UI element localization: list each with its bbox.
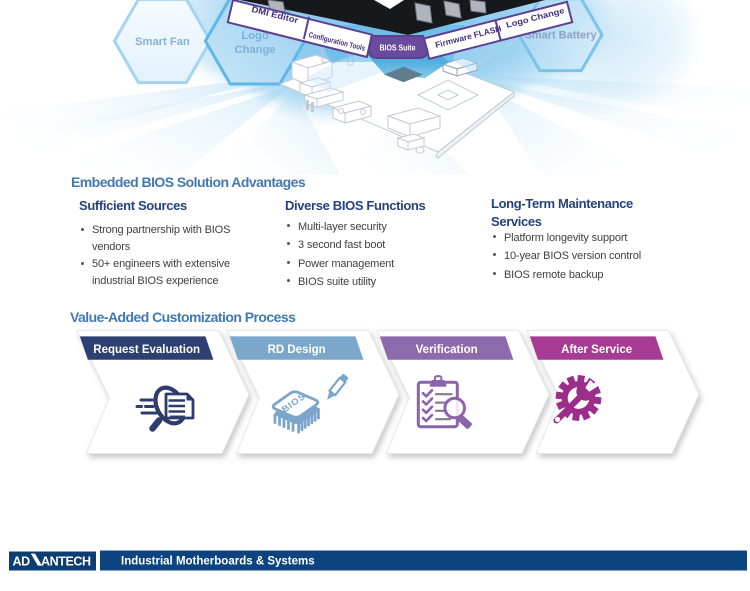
svg-text:Verification: Verification [416, 344, 478, 356]
svg-text:Smart Battery: Smart Battery [524, 30, 597, 42]
svg-text:RD Design: RD Design [268, 344, 326, 356]
svg-text:Smart Fan: Smart Fan [135, 36, 190, 48]
svg-text:ANTECH: ANTECH [41, 555, 91, 569]
svg-text:Industrial Motherboards & Syst: Industrial Motherboards & Systems [121, 556, 315, 568]
svg-text:AD: AD [13, 555, 31, 569]
svg-text:After Service: After Service [561, 344, 632, 356]
svg-text:Logo: Logo [241, 30, 269, 42]
svg-text:BIOS Suite: BIOS Suite [380, 44, 416, 53]
svg-text:Request Evaluation: Request Evaluation [93, 344, 200, 356]
svg-text:Change: Change [234, 44, 275, 56]
